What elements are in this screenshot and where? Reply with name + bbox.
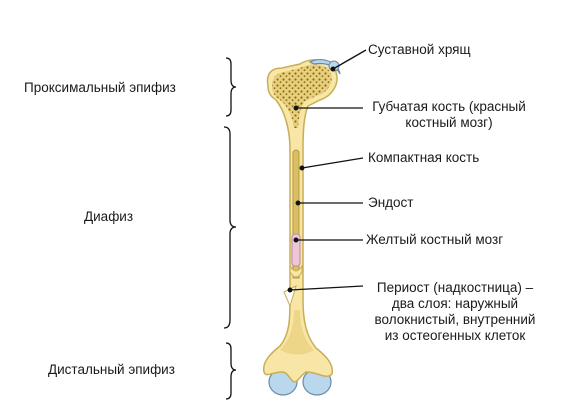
femur-bone [262, 59, 341, 396]
label-diaphysis: Диафиз [84, 209, 134, 224]
leader-cartilage [332, 49, 367, 70]
yellow-marrow [291, 233, 301, 267]
label-compact-bone: Компактная кость [368, 150, 480, 165]
label-spongy-bone: Губчатая кость (красный костный мозг) [364, 99, 534, 131]
bracket-diaphysis [223, 126, 237, 329]
label-periosteum: Периост (надкостница) – два слоя: наружн… [360, 280, 550, 344]
label-articular-cartilage: Суставной хрящ [368, 42, 471, 57]
label-endosteum: Эндост [368, 195, 414, 210]
label-proximal-epiphysis: Проксимальный эпифиз [24, 80, 176, 95]
label-periosteum-line4: из остеогенных клеток [384, 328, 526, 343]
label-spongy-line1: Губчатая кость (красный [372, 99, 526, 114]
label-periosteum-line3: волокнистый, внутренний [374, 312, 536, 327]
bracket-proximal [225, 57, 237, 117]
leader-compact [301, 157, 364, 169]
label-spongy-line2: костный мозг) [405, 115, 493, 130]
leader-periosteum [289, 285, 364, 291]
label-distal-epiphysis: Дистальный эпифиз [48, 362, 175, 377]
label-periosteum-line1: Периост (надкостница) – [376, 280, 534, 295]
bracket-distal [225, 342, 237, 400]
label-yellow-marrow: Желтый костный мозг [366, 232, 504, 247]
label-periosteum-line2: два слоя: наружный [391, 296, 519, 311]
leader-lines [287, 49, 367, 293]
